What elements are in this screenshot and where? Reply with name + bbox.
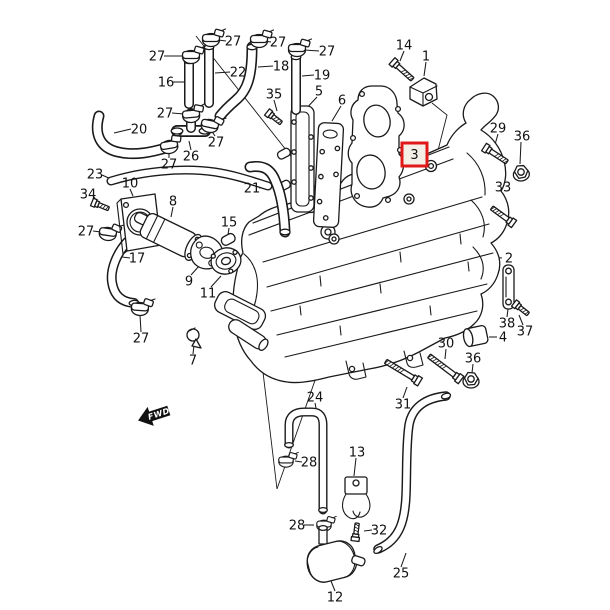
part-label-9[interactable]: 9 (185, 275, 193, 290)
part-31-bolt (382, 356, 424, 387)
part-6-plate (312, 122, 345, 228)
part-13-bracket (341, 476, 371, 520)
part-label-22[interactable]: 22 (230, 66, 247, 81)
part-label-27[interactable]: 27 (208, 136, 225, 151)
part-label-27[interactable]: 27 (157, 107, 174, 122)
part-label-13[interactable]: 13 (349, 446, 366, 461)
part-38-stay (502, 264, 515, 310)
part-label-30[interactable]: 30 (438, 337, 455, 352)
part-4-cap (462, 325, 489, 348)
selected-part-highlight[interactable]: 3 (400, 141, 429, 168)
part-label-7[interactable]: 7 (189, 354, 197, 369)
part-label-27[interactable]: 27 (161, 158, 178, 173)
part-11-flange (210, 247, 242, 275)
part-label-34[interactable]: 34 (80, 188, 97, 203)
part-label-15[interactable]: 15 (221, 216, 238, 231)
part-label-27[interactable]: 27 (133, 332, 150, 347)
part-label-31[interactable]: 31 (395, 398, 412, 413)
part-label-8[interactable]: 8 (169, 195, 177, 210)
part-label-33[interactable]: 33 (495, 181, 512, 196)
part-15-pin (220, 232, 236, 246)
part-label-6[interactable]: 6 (338, 94, 346, 109)
part-label-28[interactable]: 28 (301, 456, 318, 471)
part-label-20[interactable]: 20 (131, 123, 148, 138)
part-36-nut-top (511, 163, 531, 183)
part-label-38[interactable]: 38 (499, 317, 516, 332)
part-36-nut-bottom (462, 371, 480, 389)
part-2-intake-manifold (213, 92, 510, 384)
part-label-26[interactable]: 26 (183, 150, 200, 165)
part-35-bolt (263, 108, 285, 127)
part-37-bolt (510, 299, 532, 318)
part-label-27[interactable]: 27 (149, 50, 166, 65)
part-label-27[interactable]: 27 (225, 35, 242, 50)
part-label-2[interactable]: 2 (505, 252, 513, 267)
part-12-valve (306, 524, 366, 583)
part-14-bolt (388, 57, 417, 84)
part-label-12[interactable]: 12 (327, 591, 344, 606)
part-label-5[interactable]: 5 (315, 85, 323, 100)
part-label-16[interactable]: 16 (158, 76, 175, 91)
part-label-3-selected[interactable]: 3 (410, 148, 418, 163)
part-5-bracket (276, 105, 315, 213)
part-label-27[interactable]: 27 (319, 45, 336, 60)
part-label-35[interactable]: 35 (266, 88, 283, 103)
part-label-29[interactable]: 29 (490, 122, 507, 137)
fwd-direction-arrow: FWD (138, 405, 171, 426)
part-label-21[interactable]: 21 (244, 182, 261, 197)
part-7-clip (186, 327, 202, 349)
part-1-bracket (409, 77, 438, 107)
part-label-27[interactable]: 27 (78, 225, 95, 240)
part-label-36[interactable]: 36 (514, 130, 531, 145)
part-label-32[interactable]: 32 (371, 524, 388, 539)
part-32-bolt (350, 521, 362, 543)
part-label-28[interactable]: 28 (289, 519, 306, 534)
part-3-gasket (347, 85, 405, 208)
part-label-18[interactable]: 18 (273, 60, 290, 75)
part-label-23[interactable]: 23 (87, 168, 104, 183)
part-label-10[interactable]: 10 (122, 177, 139, 192)
part-label-4[interactable]: 4 (499, 331, 507, 346)
part-label-24[interactable]: 24 (307, 391, 324, 406)
part-label-11[interactable]: 11 (200, 287, 217, 302)
part-label-17[interactable]: 17 (129, 252, 146, 267)
part-label-14[interactable]: 14 (396, 39, 413, 54)
hoses (91, 41, 452, 555)
highlight-box[interactable] (400, 141, 429, 168)
part-label-27[interactable]: 27 (270, 36, 287, 51)
part-8-valve (133, 211, 203, 261)
part-label-19[interactable]: 19 (314, 69, 331, 84)
part-label-25[interactable]: 25 (393, 567, 410, 582)
part-label-36[interactable]: 36 (465, 352, 482, 367)
fwd-label: FWD (147, 406, 171, 421)
part-label-1[interactable]: 1 (422, 50, 430, 65)
part-label-37[interactable]: 37 (517, 325, 534, 340)
